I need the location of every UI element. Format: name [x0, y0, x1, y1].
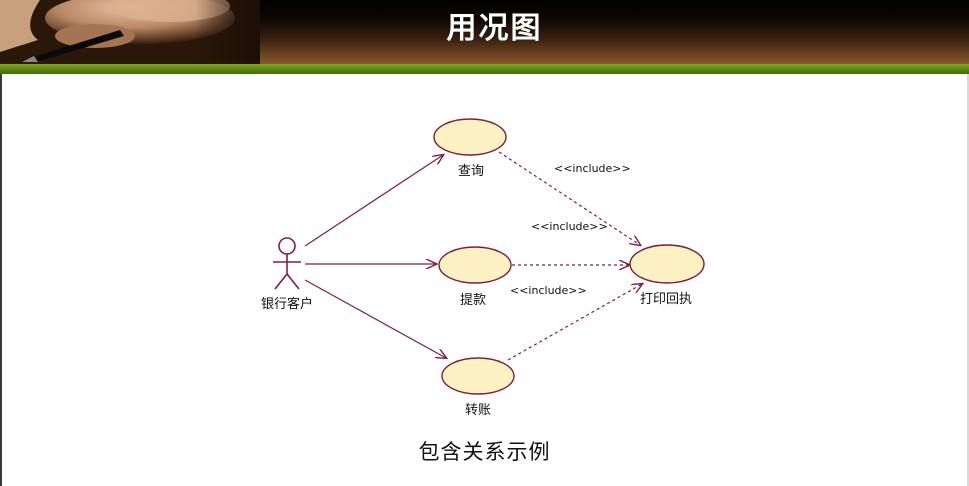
right-border: [967, 74, 969, 486]
header-banner: 用况图: [0, 0, 969, 64]
use-case-withdraw[interactable]: [438, 246, 512, 284]
use-case-label-transfer: 转账: [465, 403, 491, 418]
pen-hand-photo: [0, 0, 260, 64]
green-divider: [0, 64, 969, 74]
use-case-label-query: 查询: [458, 164, 484, 179]
stereotype-include-transfer: <<include>>: [510, 284, 587, 297]
use-case-label-print: 打印回执: [640, 292, 692, 307]
use-case-query[interactable]: [433, 118, 507, 156]
diagram-caption: 包含关系示例: [418, 440, 551, 464]
stereotype-include-query: <<include>>: [554, 162, 631, 175]
association-query[interactable]: [304, 155, 443, 247]
actor-label: 银行客户: [261, 296, 313, 312]
association-transfer[interactable]: [304, 279, 446, 358]
use-case-print[interactable]: [629, 244, 705, 284]
slide-title: 用况图: [446, 11, 543, 46]
include-query-print[interactable]: [498, 151, 640, 245]
left-border: [0, 74, 2, 486]
stereotype-include-withdraw: <<include>>: [531, 220, 608, 233]
include-transfer-print[interactable]: [507, 284, 642, 361]
actor-icon[interactable]: [273, 237, 301, 290]
use-case-label-withdraw: 提款: [460, 292, 486, 308]
use-case-transfer[interactable]: [441, 357, 515, 395]
